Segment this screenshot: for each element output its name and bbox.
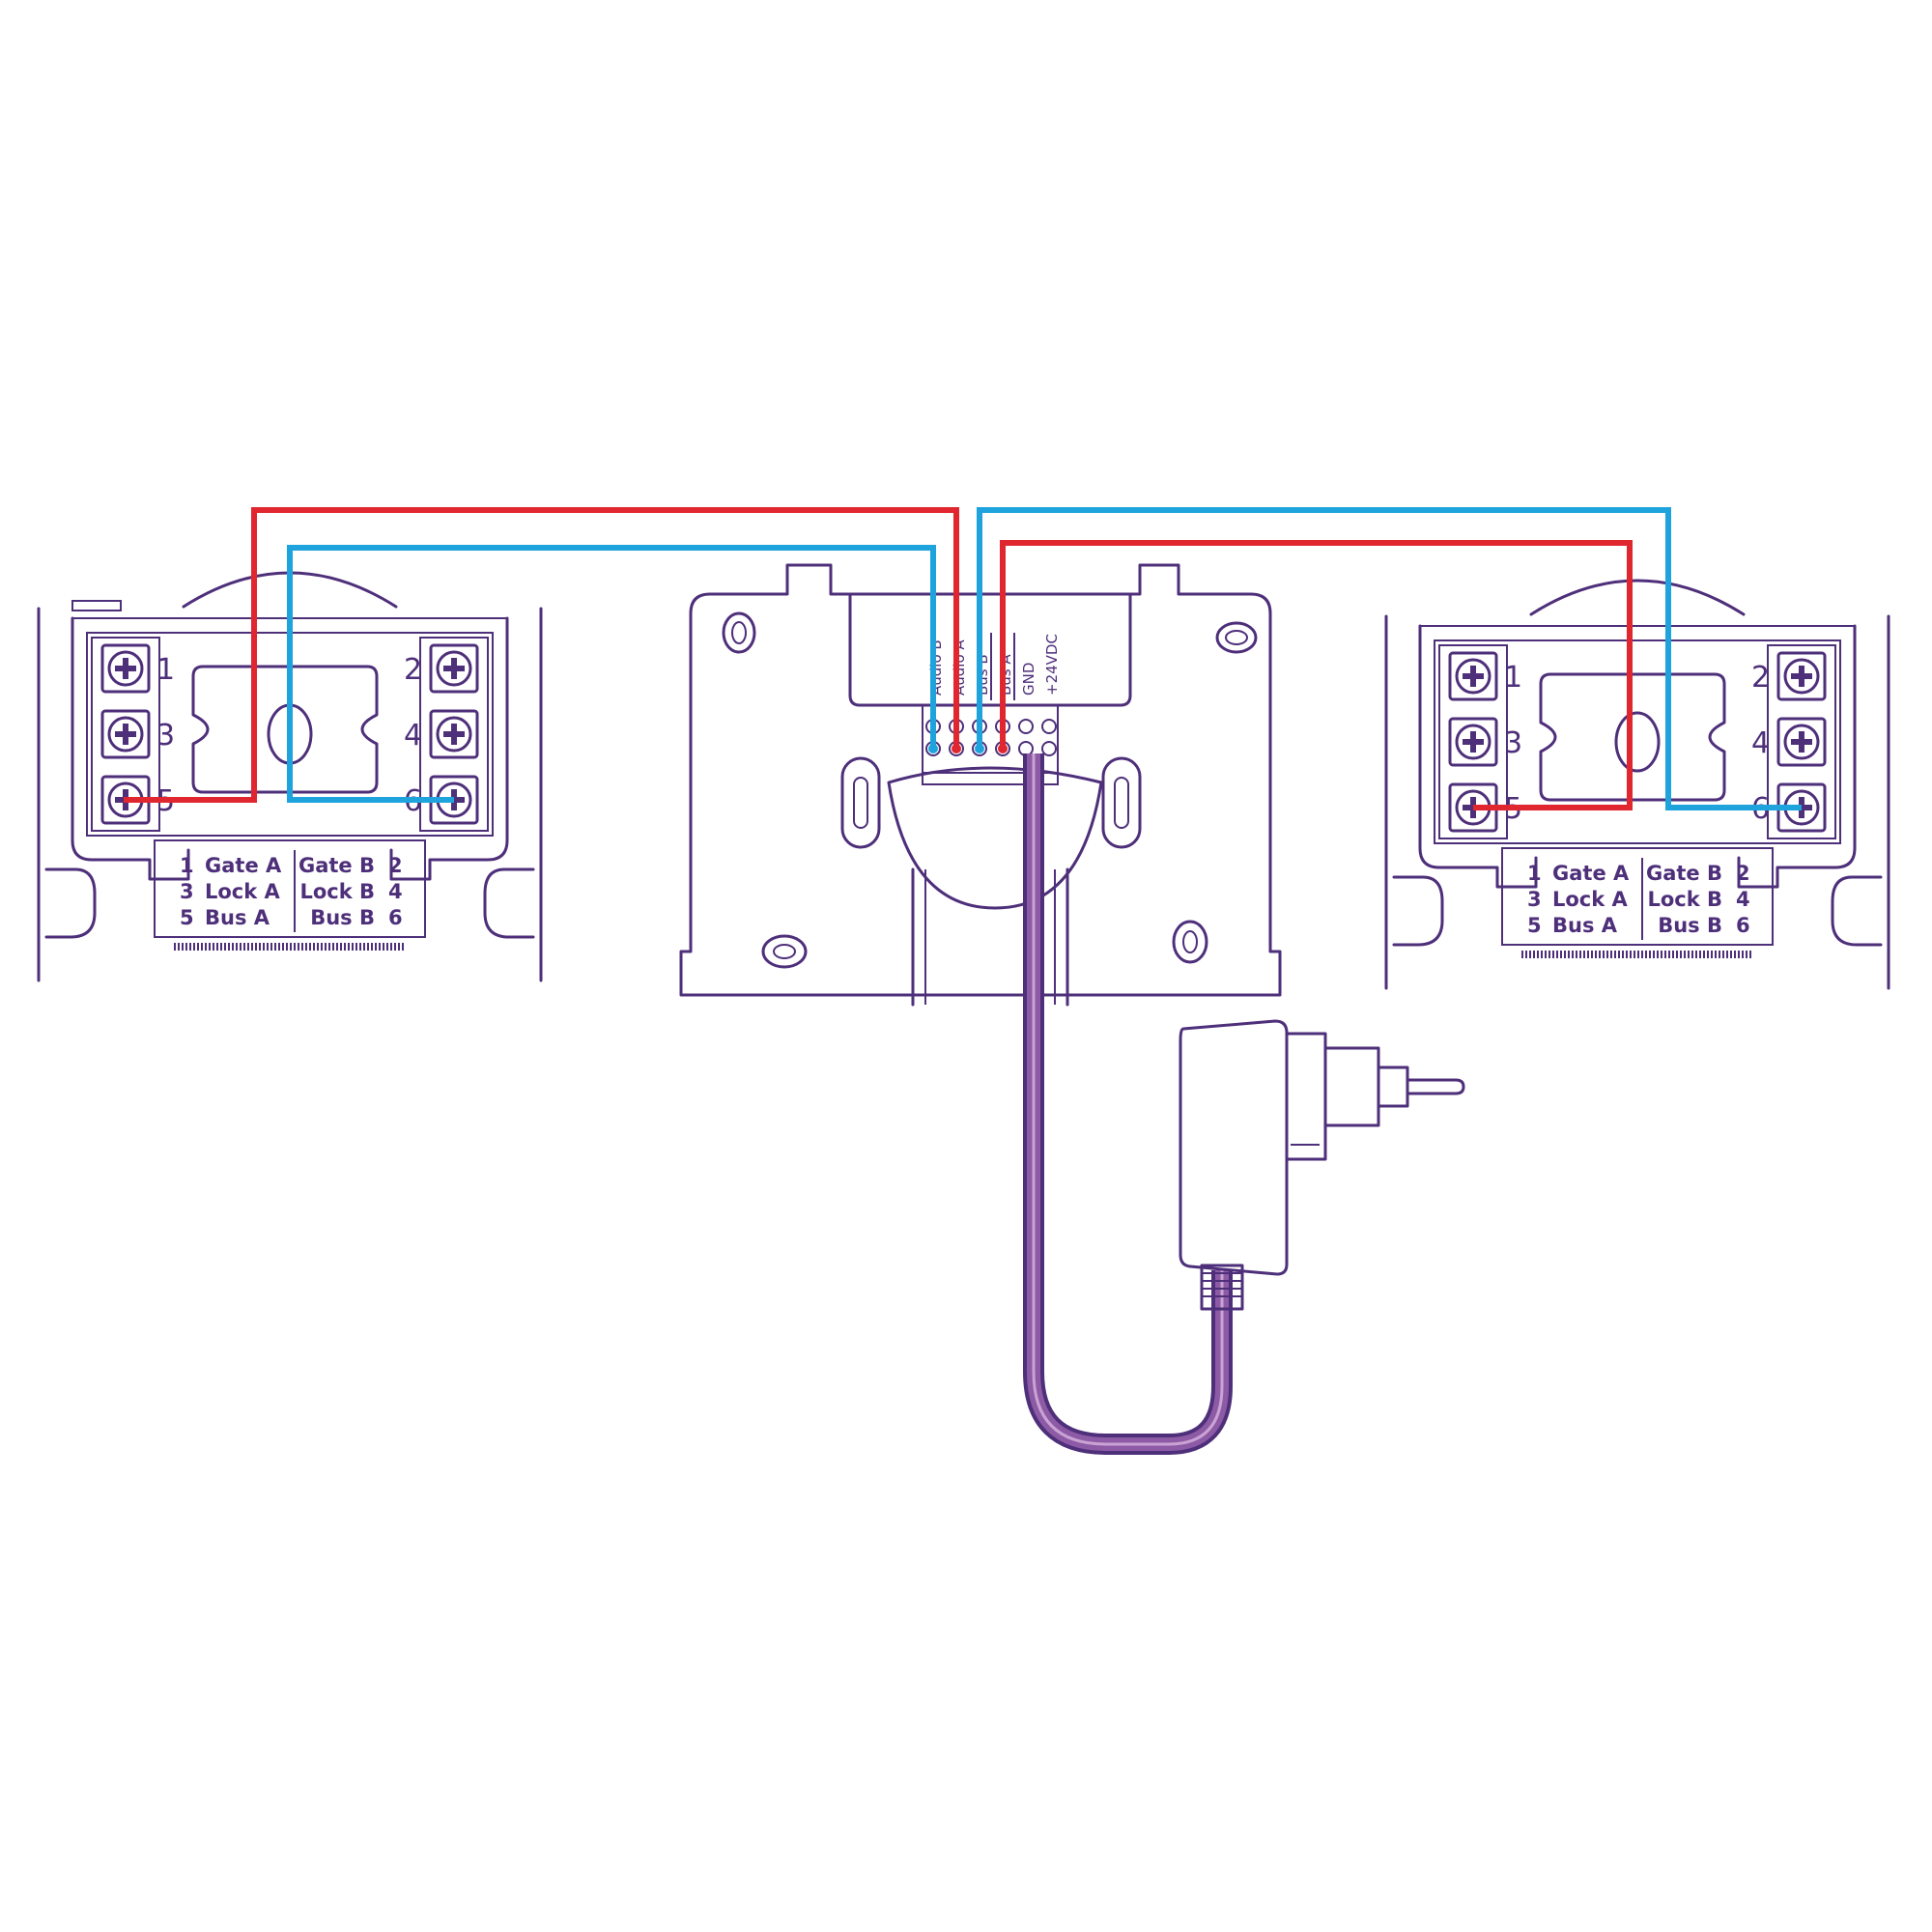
screw-terminal-icon — [1776, 717, 1827, 767]
legend-number: 2 — [388, 854, 403, 877]
power-supply — [1023, 753, 1465, 1455]
left-gate-controller: 1 2 3 4 5 6 1 Gate A 3 Lock A 5 Bus A Ga… — [37, 571, 543, 982]
terminal-number: 1 — [1504, 661, 1522, 695]
legend-number: 1 — [180, 854, 194, 877]
terminal-label-24vdc: +24VDC — [1043, 634, 1061, 696]
terminal-number: 1 — [156, 653, 175, 687]
wire-red-right — [1000, 540, 1633, 810]
legend-label: Lock B — [299, 880, 375, 903]
wire-red-left — [124, 507, 959, 803]
screw-terminal-icon — [100, 709, 151, 759]
legend-label: Bus A — [1552, 914, 1618, 937]
legend-number: 3 — [1527, 888, 1542, 911]
screw-terminal-icon — [429, 709, 479, 759]
legend-label: Lock A — [205, 880, 281, 903]
legend-number: 6 — [388, 906, 403, 929]
right-gate-controller: 1 2 3 4 5 6 1 Gate A 3 Lock A 5 Bus A Ga… — [1384, 579, 1890, 990]
legend-label: Gate B — [1646, 862, 1722, 885]
wiring — [124, 507, 1802, 810]
legend-number: 5 — [180, 906, 194, 929]
legend-label: Gate B — [298, 854, 375, 877]
power-adapter-icon — [1179, 1019, 1289, 1276]
legend-number: 3 — [180, 880, 194, 903]
legend-number: 6 — [1736, 914, 1750, 937]
terminal-number: 3 — [156, 719, 175, 753]
legend-number: 2 — [1736, 862, 1750, 885]
screw-terminal-icon — [429, 643, 479, 694]
legend-number: 1 — [1527, 862, 1542, 885]
legend-label: Gate A — [1552, 862, 1630, 885]
terminal-number: 2 — [1751, 661, 1770, 695]
wire-blue-left — [287, 545, 936, 803]
legend-label: Bus A — [205, 906, 270, 929]
wire-blue-right — [977, 507, 1802, 810]
screw-terminal-icon — [1448, 651, 1498, 701]
screw-terminal-icon — [1448, 717, 1498, 767]
terminal-number: 2 — [404, 653, 422, 687]
legend-label: Gate A — [205, 854, 282, 877]
terminal-number: 4 — [404, 719, 422, 753]
legend-number: 4 — [1736, 888, 1750, 911]
legend-label: Lock A — [1552, 888, 1629, 911]
legend-number: 5 — [1527, 914, 1542, 937]
terminal-number: 3 — [1504, 726, 1522, 760]
terminal-number: 4 — [1751, 726, 1770, 760]
screw-terminal-icon — [1776, 651, 1827, 701]
legend-label: Bus B — [310, 906, 375, 929]
screw-terminal-icon — [100, 643, 151, 694]
legend-label: Lock B — [1647, 888, 1722, 911]
legend-label: Bus B — [1658, 914, 1722, 937]
legend-number: 4 — [388, 880, 403, 903]
terminal-label-gnd: GND — [1020, 663, 1037, 696]
